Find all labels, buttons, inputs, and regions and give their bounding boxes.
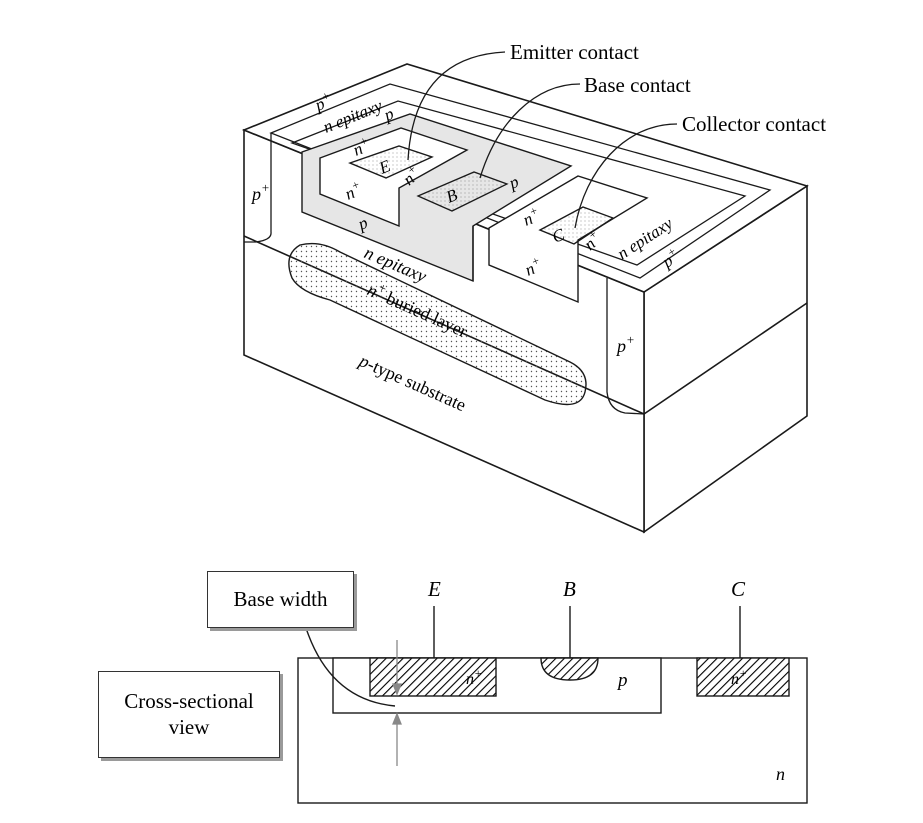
xs-label-p: p [616,670,628,691]
cross-section [297,606,808,804]
emitter-region [319,127,469,228]
base-contact-hatch [540,657,599,681]
pplus-left-wall [244,133,272,243]
base-contact-pad [416,171,509,212]
base-width-label: Base width [233,586,328,611]
xs-label-nplus-collector: n+ [731,666,747,688]
view-label-line2: view [168,714,210,739]
xs-label-nplus-emitter: n+ [466,666,482,688]
xs-label-E: E [427,577,441,601]
base-width-box: Base width [207,571,354,628]
xs-label-n: n [776,764,785,784]
emitter-contact-pad [348,145,434,179]
collector-contact-label: Collector contact [682,112,826,136]
label-pplus-right: p+ [615,332,635,356]
pplus-right-wall [606,278,645,415]
collector-contact-pad [538,206,615,245]
xs-label-B: B [563,577,576,601]
xs-label-C: C [731,577,746,601]
emitter-contact-label: Emitter contact [510,40,639,64]
collector-leader [574,123,678,229]
base-contact-label: Base contact [584,73,691,97]
epi-boundary-right [643,302,808,415]
collector-nplus-hatch [696,657,790,697]
base-leader [479,83,581,179]
cross-section-labels: E B C p n n+ n+ [427,577,785,784]
base-width-leader [305,627,396,707]
buried-layer [288,242,587,406]
emitter-leader [407,51,506,161]
base-width-arrows [392,640,402,766]
cross-sectional-view-box: Cross-sectional view [98,671,280,758]
collector-region [488,175,649,304]
callout-leaders [407,51,678,229]
emitter-nplus-hatch [369,657,497,697]
view-label-line1: Cross-sectional [124,689,254,714]
label-pplus-left: p+ [250,180,270,204]
